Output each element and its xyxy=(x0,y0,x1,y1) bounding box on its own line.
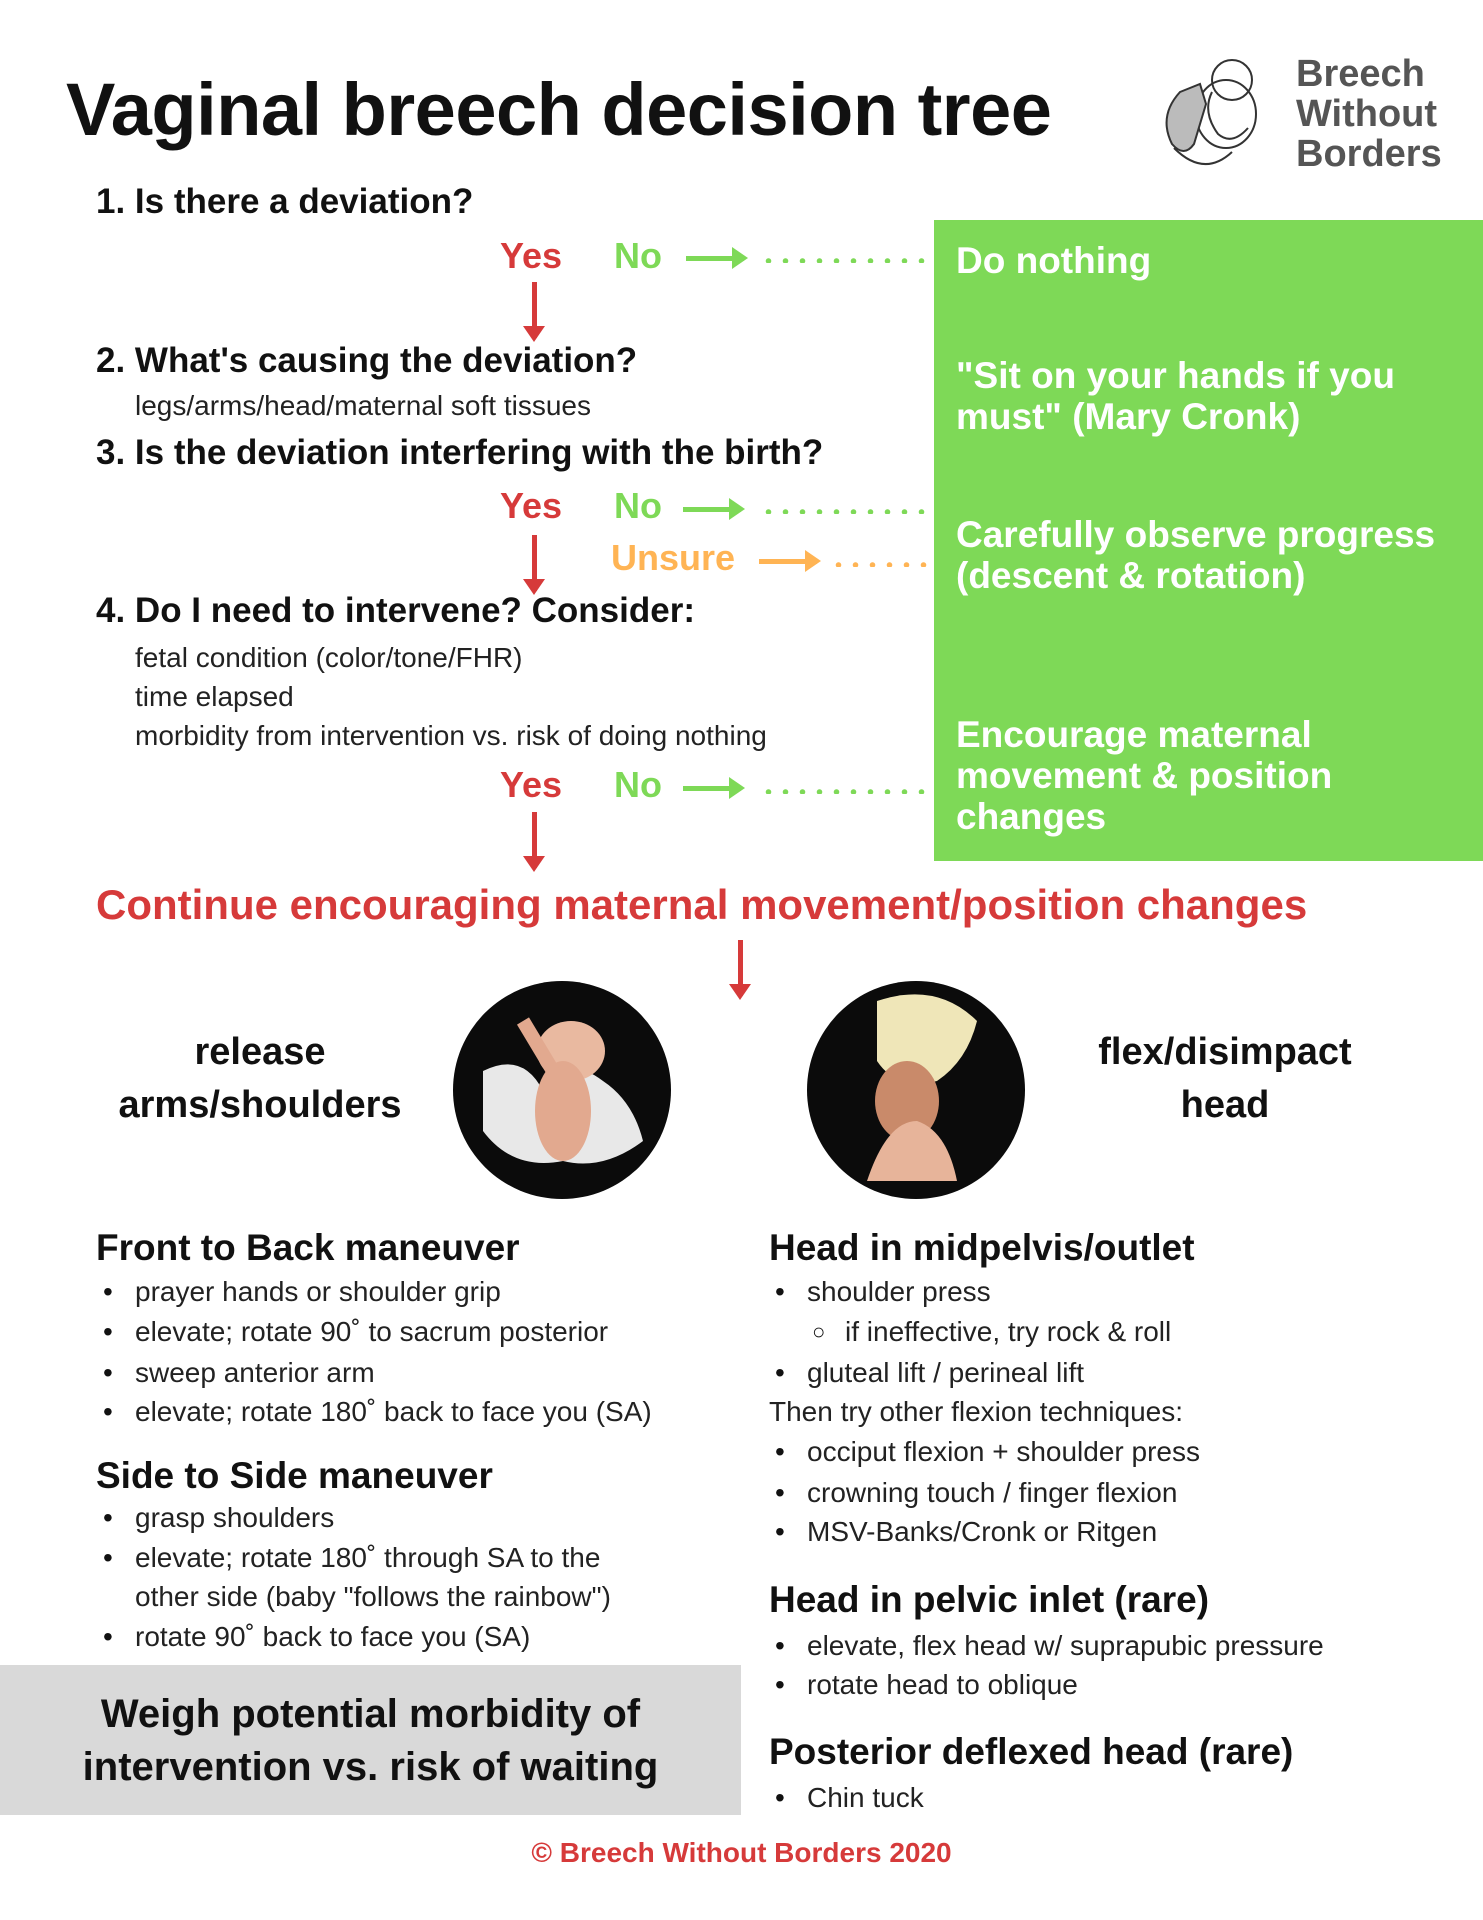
bullet-icon: • xyxy=(775,1436,785,1467)
front-to-back-heading: Front to Back maneuver xyxy=(96,1227,520,1268)
bullet-icon: • xyxy=(775,1276,785,1307)
bullet-icon: • xyxy=(103,1621,113,1652)
down-arrow-icon xyxy=(523,812,545,872)
side-to-side-heading: Side to Side maneuver xyxy=(96,1455,493,1496)
bullet-icon: • xyxy=(103,1502,113,1533)
consider-item: time elapsed xyxy=(135,681,294,712)
q1-no: No xyxy=(614,235,662,276)
weigh-line-1: Weigh potential morbidity of xyxy=(100,1692,641,1736)
encourage-text: Encourage maternal movement & position c… xyxy=(956,714,1333,837)
bullet-icon: • xyxy=(775,1516,785,1547)
flex-head-photo xyxy=(807,981,1025,1199)
sub-list-item: if ineffective, try rock & roll xyxy=(845,1316,1172,1347)
question-2: 2. What's causing the deviation? xyxy=(96,341,638,380)
q1-yes: Yes xyxy=(500,235,563,276)
sit-on-hands-text: "Sit on your hands if you must" (Mary Cr… xyxy=(956,355,1395,437)
q3-unsure: Unsure xyxy=(611,537,736,578)
list-item: crowning touch / finger flexion xyxy=(807,1477,1178,1508)
list-item: shoulder press xyxy=(807,1276,991,1307)
down-arrow-icon xyxy=(729,940,751,1000)
list-item: grasp shoulders xyxy=(135,1502,335,1533)
q4-yes: Yes xyxy=(500,764,563,805)
bullet-icon: • xyxy=(103,1396,113,1427)
right-arrow-icon xyxy=(683,777,745,799)
down-arrow-icon xyxy=(523,535,545,595)
logo-text-line3: Borders xyxy=(1296,133,1442,175)
bullet-icon: ○ xyxy=(812,1319,826,1344)
q3-no: No xyxy=(614,485,662,526)
bullet-icon: • xyxy=(775,1477,785,1508)
list-item: occiput flexion + shoulder press xyxy=(807,1436,1200,1467)
consider-item: morbidity from intervention vs. risk of … xyxy=(135,720,767,751)
recommendation-panel: Do nothing "Sit on your hands if you mus… xyxy=(934,220,1483,861)
logo-text-line1: Breech xyxy=(1296,53,1425,95)
midpelvis-heading: Head in midpelvis/outlet xyxy=(769,1227,1195,1268)
right-arrow-icon xyxy=(686,247,748,269)
question-3: 3. Is the deviation interfering with the… xyxy=(96,433,824,472)
list-item: elevate; rotate 180˚ back to face you (S… xyxy=(135,1396,652,1427)
q4-no: No xyxy=(614,764,662,805)
bullet-icon: • xyxy=(775,1357,785,1388)
bullet-icon: • xyxy=(103,1276,113,1307)
dotted-leader xyxy=(760,258,932,263)
weigh-morbidity-box: Weigh potential morbidity of interventio… xyxy=(0,1665,741,1815)
pelvic-inlet-heading: Head in pelvic inlet (rare) xyxy=(769,1579,1210,1620)
list-item: Chin tuck xyxy=(807,1782,924,1813)
breech-baby-logo-icon xyxy=(1165,59,1257,166)
list-item-continued: other side (baby "follows the rainbow") xyxy=(135,1581,611,1612)
question-4: 4. Do I need to intervene? Consider: xyxy=(96,591,695,630)
list-item: rotate 90˚ back to face you (SA) xyxy=(135,1621,531,1652)
list-item: elevate; rotate 90˚ to sacrum posterior xyxy=(135,1316,609,1347)
bullet-icon: • xyxy=(103,1542,113,1573)
observe-text: Carefully observe progress (descent & ro… xyxy=(956,514,1436,596)
right-arrow-icon xyxy=(759,550,821,572)
right-arrow-icon xyxy=(683,498,745,520)
list-item: elevate, flex head w/ suprapubic pressur… xyxy=(807,1630,1324,1661)
list-item: gluteal lift / perineal lift xyxy=(807,1357,1085,1388)
list-item: rotate head to oblique xyxy=(807,1669,1078,1700)
list-item: elevate; rotate 180˚ through SA to the xyxy=(135,1542,601,1573)
then-text: Then try other flexion techniques: xyxy=(769,1396,1184,1427)
dotted-leader xyxy=(760,789,932,794)
bullet-icon: • xyxy=(775,1630,785,1661)
continue-heading: Continue encouraging maternal movement/p… xyxy=(96,881,1308,928)
copyright-footer: © Breech Without Borders 2020 xyxy=(531,1837,952,1868)
logo-text-line2: Without xyxy=(1296,93,1438,135)
consider-item: fetal condition (color/tone/FHR) xyxy=(135,642,523,673)
down-arrow-icon xyxy=(523,282,545,342)
q3-yes: Yes xyxy=(500,485,563,526)
question-1: 1. Is there a deviation? xyxy=(96,182,474,221)
list-item: prayer hands or shoulder grip xyxy=(135,1276,501,1307)
page-title: Vaginal breech decision tree xyxy=(66,68,1052,151)
posterior-head-heading: Posterior deflexed head (rare) xyxy=(769,1731,1294,1772)
release-arms-photo xyxy=(453,981,671,1199)
question-2-sub: legs/arms/head/maternal soft tissues xyxy=(135,390,591,421)
dotted-leader xyxy=(760,509,932,514)
bullet-icon: • xyxy=(775,1782,785,1813)
list-item: sweep anterior arm xyxy=(135,1357,375,1388)
bullet-icon: • xyxy=(103,1316,113,1347)
list-item: MSV-Banks/Cronk or Ritgen xyxy=(807,1516,1158,1547)
caption-flex-head: flex/disimpact head xyxy=(1098,1031,1352,1126)
weigh-line-2: intervention vs. risk of waiting xyxy=(82,1745,659,1789)
bullet-icon: • xyxy=(103,1357,113,1388)
caption-release-arms: release arms/shoulders xyxy=(118,1031,402,1126)
dotted-leader xyxy=(830,562,932,567)
do-nothing-text: Do nothing xyxy=(956,240,1152,281)
bullet-icon: • xyxy=(775,1669,785,1700)
